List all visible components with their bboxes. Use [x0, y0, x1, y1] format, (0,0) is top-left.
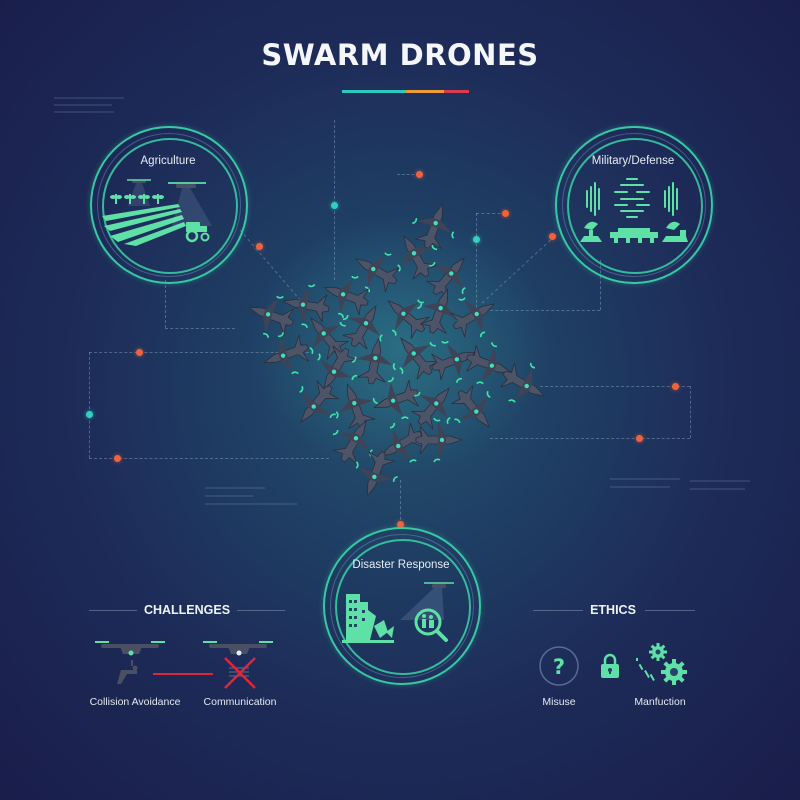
circle-ring-mid — [330, 534, 474, 678]
connector-node — [416, 171, 423, 178]
decorative-data-line — [610, 478, 680, 480]
circle-ring-inner — [102, 138, 238, 274]
connector-line — [476, 213, 506, 214]
circle-ring-outer — [555, 126, 713, 284]
connector-node — [136, 349, 143, 356]
connector-line — [165, 328, 235, 329]
decorative-data-line — [690, 488, 745, 490]
decorative-data-line — [54, 97, 124, 99]
connector-line — [400, 480, 401, 525]
disaster-response-label: Disaster Response — [352, 559, 450, 571]
page-title: SWARM DRONES — [261, 38, 539, 72]
drone-swarm-illustration — [241, 196, 556, 495]
section-divider-right — [645, 610, 695, 611]
military-radar-formation-icon — [580, 178, 688, 243]
title-underline-teal — [342, 90, 406, 93]
connector-node — [502, 210, 509, 217]
connector-node — [114, 455, 121, 462]
decorative-data-line — [690, 480, 750, 482]
decorative-data-line — [205, 495, 253, 497]
connector-node — [636, 435, 643, 442]
malfunction-label: Manfuction — [634, 696, 686, 708]
connector-node — [672, 383, 679, 390]
agriculture-label: Agriculture — [140, 155, 196, 167]
military-label: Military/Defense — [591, 155, 675, 167]
svg-text:?: ? — [553, 655, 565, 679]
circle-ring-mid — [562, 133, 706, 277]
padlock-icon — [601, 653, 619, 678]
drone-collision-icon — [95, 641, 195, 684]
communication-label: Communication — [203, 696, 277, 708]
decorative-data-line — [205, 503, 297, 505]
title-underline-orange — [406, 90, 444, 93]
challenges-title: CHALLENGES — [143, 603, 231, 617]
circle-ring-mid — [97, 133, 241, 277]
circle-ring-outer — [90, 126, 248, 284]
ethics-title: ETHICS — [590, 603, 636, 617]
connector-line — [600, 260, 601, 310]
connector-line — [89, 352, 90, 458]
misuse-label: Misuse — [542, 696, 576, 708]
section-divider-right — [237, 610, 285, 611]
collision-avoidance-label: Collision Avoidance — [89, 696, 181, 708]
connector-line — [690, 386, 691, 438]
connector-line — [490, 438, 690, 439]
question-circle-icon: ? — [539, 646, 579, 686]
connector-node — [86, 411, 93, 418]
collapsed-building-search-icon — [342, 582, 454, 643]
connector-line — [89, 458, 329, 459]
connector-line — [89, 352, 309, 353]
connector-node — [397, 521, 404, 528]
broken-gears-icon — [636, 643, 687, 685]
connector-node — [331, 202, 338, 209]
decorative-data-line — [205, 487, 265, 489]
agriculture-drone-field-tractor-icon — [102, 179, 212, 246]
section-divider-left — [89, 610, 137, 611]
connector-node — [256, 243, 263, 250]
decorative-data-line — [54, 111, 114, 113]
connector-line — [540, 386, 690, 387]
connector-node — [549, 233, 556, 240]
title-underline-red — [444, 90, 469, 93]
circle-ring-outer — [323, 527, 481, 685]
decorative-data-line — [610, 486, 670, 488]
section-divider-left — [533, 610, 583, 611]
decorative-data-line — [54, 104, 112, 106]
circle-ring-inner — [567, 138, 703, 274]
drone-communication-blocked-icon — [195, 641, 273, 689]
connector-line — [165, 280, 166, 328]
circle-ring-inner — [335, 539, 471, 675]
connector-line — [397, 174, 419, 175]
connector-line — [334, 120, 335, 280]
